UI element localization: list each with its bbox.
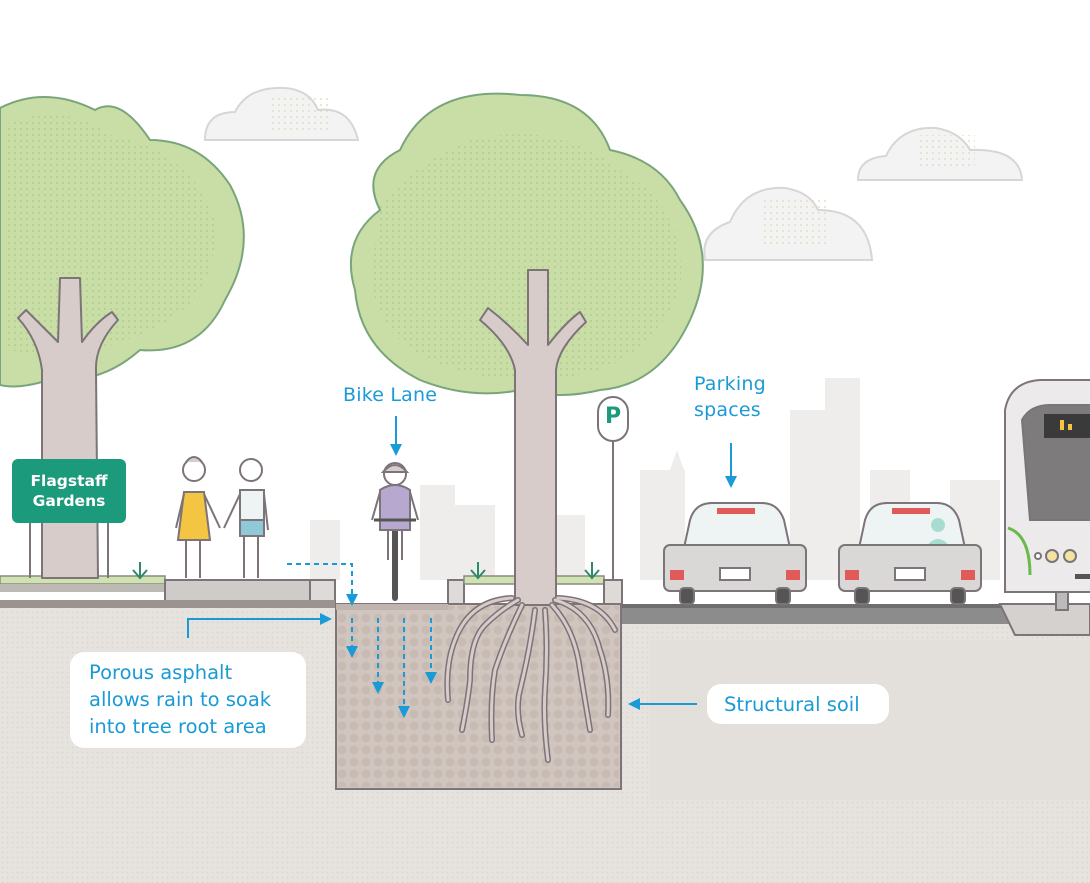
tram-track-base [998, 603, 1090, 636]
sign-line-2: Gardens [32, 492, 106, 510]
parked-car-1 [663, 502, 807, 605]
structural-soil-callout: Structural soil [707, 684, 889, 724]
tram [1004, 379, 1090, 611]
bike-lane-label: Bike Lane [343, 384, 438, 406]
cloud-1 [203, 86, 360, 141]
road-surface [622, 604, 1012, 624]
pedestrian-man [223, 458, 269, 578]
parking-sign [597, 396, 629, 580]
tree-centre [349, 92, 704, 763]
structural-soil-label: Structural soil [724, 693, 860, 716]
cloud-3 [703, 186, 874, 261]
flagstaff-gardens-sign [12, 459, 126, 578]
rain-infiltration-arrows [346, 618, 437, 718]
grass-tufts [132, 562, 600, 580]
porous-asphalt-callout: Porous asphalt allows rain to soak into … [70, 652, 306, 748]
cloud-2 [856, 126, 1024, 181]
porous-asphalt-arrow [187, 613, 332, 638]
cyclist [371, 462, 419, 601]
porous-asphalt-line-2: allows rain to soak [89, 688, 272, 711]
porous-asphalt-layer [336, 604, 448, 610]
parking-kerb [603, 579, 623, 605]
parked-car-2 [838, 502, 982, 605]
rain-dashed-arrow [287, 563, 358, 606]
sign-line-1: Flagstaff [30, 472, 108, 490]
porous-asphalt-line-1: Porous asphalt [89, 661, 233, 684]
kerb-right-stub [447, 579, 465, 605]
parking-label-line-2: spaces [694, 399, 761, 421]
porous-asphalt-line-3: into tree root area [89, 715, 267, 738]
parking-label-line-1: Parking [694, 373, 766, 395]
parking-sign-letter: P [604, 404, 622, 429]
pedestrian-woman [175, 456, 221, 578]
